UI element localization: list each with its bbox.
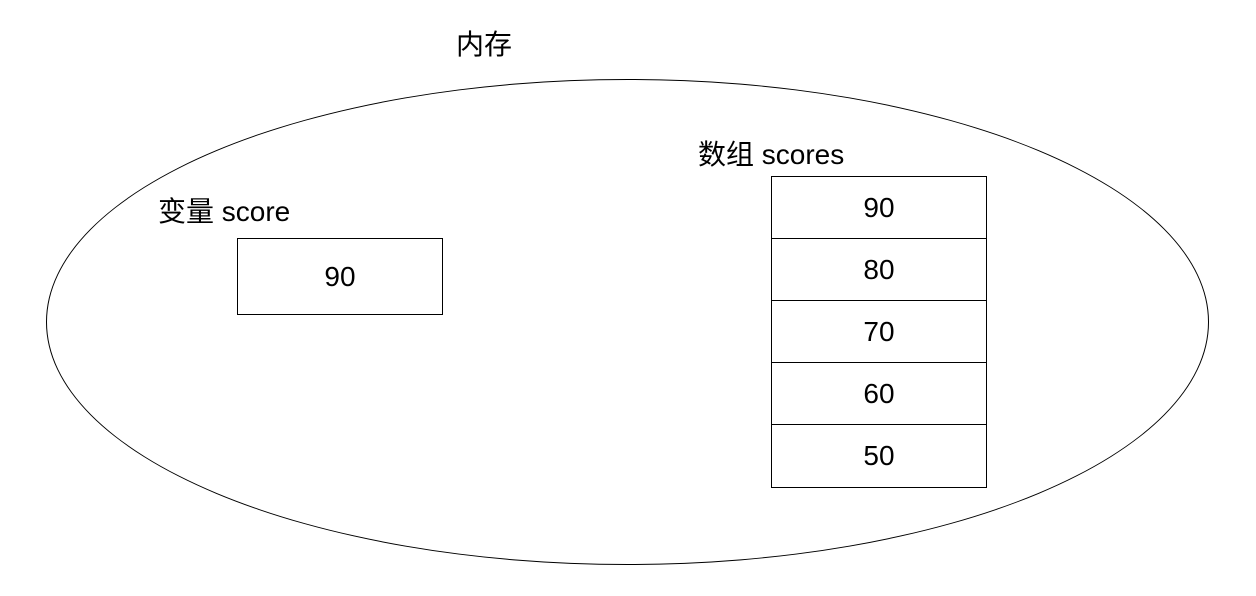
memory-ellipse (46, 79, 1209, 565)
variable-box: 90 (237, 238, 443, 315)
array-label: 数组 scores (698, 139, 845, 170)
array-cell: 60 (772, 363, 986, 425)
array-cell-value: 70 (863, 315, 895, 347)
array-cell-value: 50 (863, 440, 895, 471)
array-cell-value: 60 (863, 377, 895, 409)
variable-value: 90 (324, 260, 356, 292)
array-cell: 80 (772, 239, 986, 301)
diagram-title: 内存 (456, 29, 513, 60)
array-cell-value: 80 (863, 253, 895, 285)
array-cell-value: 90 (863, 191, 895, 223)
array-cell: 70 (772, 301, 986, 363)
variable-label: 变量 score (158, 196, 291, 227)
array-cell: 50 (772, 425, 986, 487)
array-box: 90 80 70 60 50 (771, 176, 987, 488)
array-cell: 90 (772, 177, 986, 239)
